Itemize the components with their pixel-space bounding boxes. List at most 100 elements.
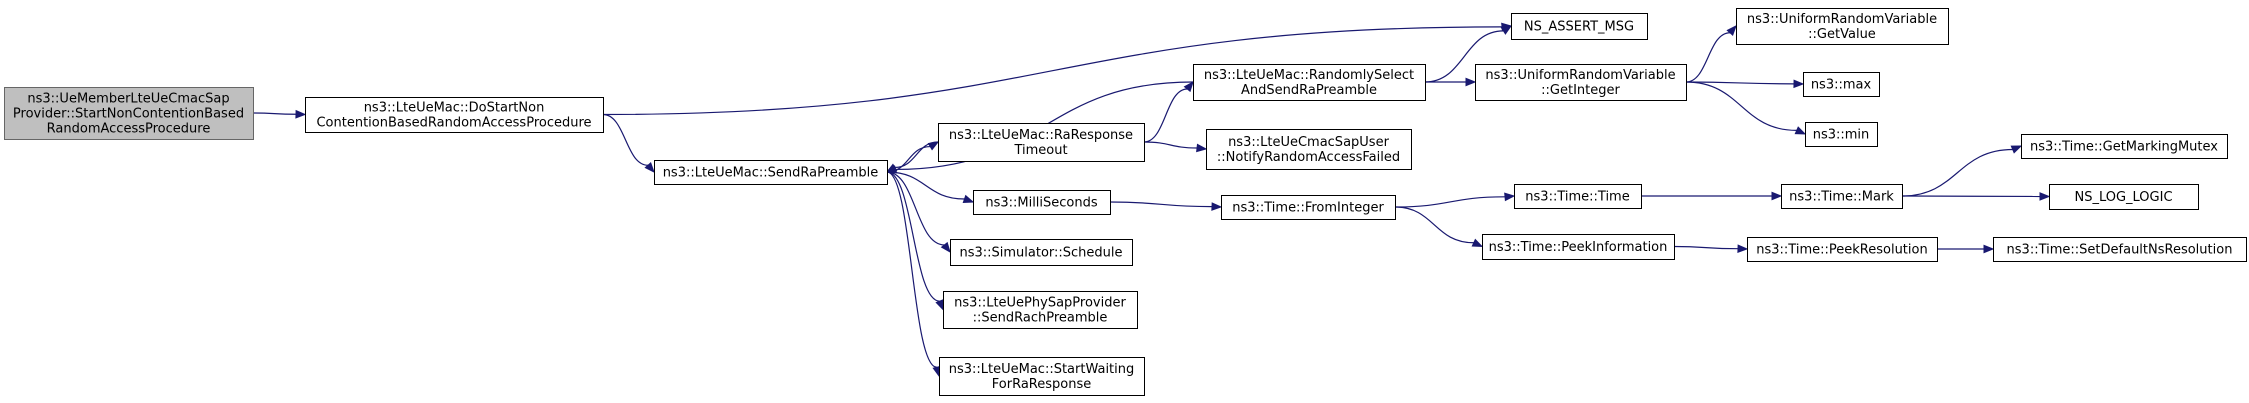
arrowhead-n15-n16 xyxy=(1504,192,1516,202)
function-node[interactable]: NS_ASSERT_MSG xyxy=(1511,13,1648,40)
function-node[interactable]: ns3::MilliSeconds xyxy=(973,190,1111,215)
node-box xyxy=(1193,64,1426,101)
arrowhead-n17-n19 xyxy=(1737,244,1749,254)
call-edge-n4-n2 xyxy=(1424,30,1504,83)
function-node[interactable]: ns3::min xyxy=(1805,122,1878,147)
node-box xyxy=(4,87,254,140)
node-box xyxy=(305,97,604,133)
node-box xyxy=(1221,195,1396,220)
node-label-line: ns3::Simulator::Schedule xyxy=(959,246,1122,261)
arrowhead-n5-n4 xyxy=(1183,80,1194,93)
node-label-line: ns3::LteUePhySapProvider xyxy=(954,296,1126,311)
node-label-line: RandomAccessProcedure xyxy=(47,122,211,137)
arrowhead-n5-n3 xyxy=(885,163,898,173)
node-label-line: ns3::LteUeMac::RandomlySelect xyxy=(1204,68,1414,83)
node-box xyxy=(2021,134,2228,159)
node-box xyxy=(1514,184,1642,209)
node-label-line: ns3::LteUeMac::RaResponse xyxy=(949,128,1133,143)
node-box xyxy=(1482,234,1675,260)
arrowhead-n3-n8 xyxy=(935,299,944,311)
call-edge-n17-n19 xyxy=(1673,245,1739,250)
node-label-line: ns3::Time::Mark xyxy=(1789,190,1894,205)
arrowhead-n6-n15 xyxy=(1211,202,1223,211)
call-edge-n5-n11 xyxy=(1143,141,1198,149)
node-label-line: ::NotifyRandomAccessFailed xyxy=(1217,150,1400,165)
node-label-line: ::GetValue xyxy=(1808,27,1876,42)
node-label-line: ns3::MilliSeconds xyxy=(985,196,1098,211)
node-label-line: Provider::StartNonContentionBased xyxy=(13,107,244,122)
function-node[interactable]: ns3::LteUePhySapProvider::SendRachPreamb… xyxy=(943,291,1138,329)
function-node[interactable]: ns3::UniformRandomVariable::GetValue xyxy=(1736,8,1949,45)
node-box xyxy=(938,123,1145,162)
node-label-line: Timeout xyxy=(1013,143,1067,158)
edges-layer xyxy=(252,22,2051,378)
call-edge-n0-n1 xyxy=(252,112,297,115)
call-edge-n1-n3 xyxy=(602,113,649,166)
call-edge-n3-n9 xyxy=(886,171,937,368)
node-box xyxy=(1511,13,1648,40)
function-node[interactable]: ns3::Time::Mark xyxy=(1781,184,1903,209)
function-node[interactable]: ns3::Time::Time xyxy=(1514,184,1642,209)
node-box xyxy=(1803,72,1880,97)
arrowhead-n3-n6 xyxy=(962,194,975,203)
call-edge-n3-n8 xyxy=(886,171,940,302)
function-node[interactable]: ns3::Time::FromInteger xyxy=(1221,195,1396,220)
node-box xyxy=(950,239,1133,266)
call-edge-n1-n2 xyxy=(602,26,1503,116)
function-node[interactable]: ns3::LteUeMac::RandomlySelectAndSendRaPr… xyxy=(1193,64,1426,101)
node-box xyxy=(1805,122,1878,147)
call-edge-n10-n14 xyxy=(1685,81,1797,131)
function-node[interactable]: ns3::Time::PeekResolution xyxy=(1747,237,1938,262)
function-node[interactable]: NS_LOG_LOGIC xyxy=(2049,184,2199,210)
function-node[interactable]: ns3::Time::PeekInformation xyxy=(1482,234,1675,260)
node-label-line: ContentionBasedRandomAccessProcedure xyxy=(316,116,591,131)
node-label-line: ns3::LteUeMac::SendRaPreamble xyxy=(663,166,879,181)
node-label-line: ns3::UniformRandomVariable xyxy=(1485,68,1675,83)
node-box xyxy=(1475,64,1687,101)
node-label-line: ns3::Time::Time xyxy=(1525,190,1629,205)
function-node[interactable]: ns3::UniformRandomVariable::GetInteger xyxy=(1475,64,1687,101)
arrowhead-n19-n22 xyxy=(1983,244,1995,254)
node-label-line: NS_LOG_LOGIC xyxy=(2074,190,2172,205)
call-edge-n18-n20 xyxy=(1901,148,2013,197)
node-box xyxy=(2049,184,2199,210)
node-box xyxy=(1736,8,1949,45)
call-edge-n10-n12 xyxy=(1685,32,1731,83)
call-edge-n15-n17 xyxy=(1394,206,1474,244)
function-node[interactable]: ns3::LteUeCmacSapUser::NotifyRandomAcces… xyxy=(1206,129,1412,170)
node-label-line: ns3::LteUeCmacSapUser xyxy=(1228,135,1390,150)
node-box xyxy=(1206,129,1412,170)
call-edge-n5-n4 xyxy=(1143,88,1188,143)
node-box xyxy=(973,190,1111,215)
call-edge-n15-n16 xyxy=(1394,196,1506,208)
node-label-line: ::SendRachPreamble xyxy=(973,311,1108,326)
node-label-line: ns3::Time::FromInteger xyxy=(1232,201,1384,216)
node-label-line: NS_ASSERT_MSG xyxy=(1524,20,1634,35)
function-node[interactable]: ns3::LteUeMac::SendRaPreamble xyxy=(654,160,888,185)
call-edge-n5-n3 xyxy=(894,141,939,169)
arrowhead-n18-n21 xyxy=(2039,192,2051,201)
function-node[interactable]: ns3::LteUeMac::DoStartNonContentionBased… xyxy=(305,97,604,133)
arrowhead-n0-n1 xyxy=(295,109,307,119)
arrowhead-n5-n11 xyxy=(1196,143,1208,153)
arrowhead-n18-n20 xyxy=(2010,145,2023,154)
call-edge-n3-n6 xyxy=(886,171,965,200)
node-label-line: ns3::Time::SetDefaultNsResolution xyxy=(2007,243,2233,258)
arrowhead-n16-n18 xyxy=(1771,191,1783,201)
function-node[interactable]: ns3::Simulator::Schedule xyxy=(950,239,1133,266)
arrowhead-n15-n17 xyxy=(1471,238,1484,248)
root-function-node: ns3::UeMemberLteUeCmacSapProvider::Start… xyxy=(4,87,254,140)
function-node[interactable]: ns3::Time::SetDefaultNsResolution xyxy=(1993,237,2247,262)
node-label-line: ns3::LteUeMac::StartWaiting xyxy=(949,362,1135,377)
nodes-layer: ns3::UeMemberLteUeCmacSapProvider::Start… xyxy=(4,8,2247,396)
arrowhead-n10-n14 xyxy=(1794,126,1807,135)
function-node[interactable]: ns3::max xyxy=(1803,72,1880,97)
function-node[interactable]: ns3::Time::GetMarkingMutex xyxy=(2021,134,2228,159)
node-label-line: ::GetInteger xyxy=(1541,83,1620,98)
node-box xyxy=(654,160,888,185)
node-label-line: ns3::max xyxy=(1811,78,1872,93)
call-edge-n3-n7 xyxy=(886,171,945,246)
